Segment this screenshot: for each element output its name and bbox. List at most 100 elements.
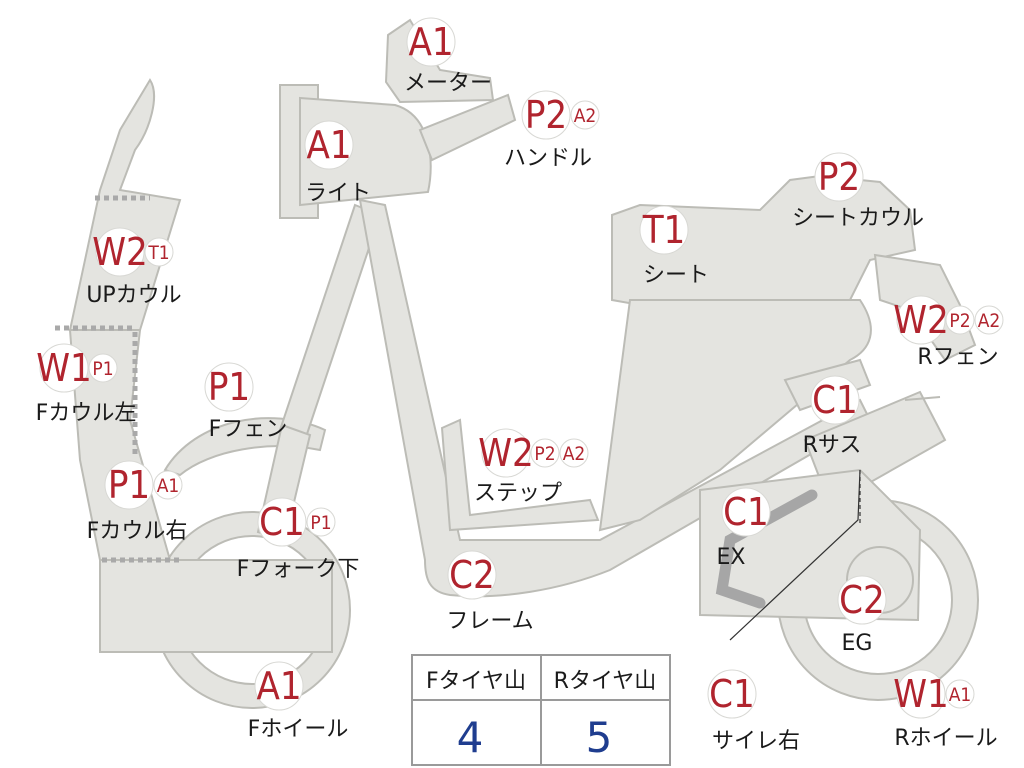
front-fork-shape	[278, 203, 382, 442]
grade-code: P1	[92, 358, 113, 380]
part-label-seat-cowl: P2 シートカウル	[792, 152, 924, 231]
grade-code: C1	[812, 378, 858, 422]
front-tire-header: Fタイヤ山	[426, 669, 526, 694]
grade-badge-bg	[896, 295, 946, 345]
grade-code: P2	[534, 443, 555, 465]
grade-code: P1	[208, 365, 250, 409]
grade-badge-bg	[257, 497, 307, 547]
front-tire-value: 4	[457, 713, 484, 762]
step-shape	[440, 418, 600, 532]
rear-body-shape	[598, 299, 872, 532]
grade-code: A1	[408, 20, 453, 64]
grade-code: C2	[449, 553, 495, 597]
part-name: Fフェン	[209, 417, 288, 442]
grade-badge-bg	[204, 362, 254, 412]
grade-code: W1	[893, 672, 949, 716]
part-name: メーター	[404, 71, 492, 96]
tire-tread-table: Fタイヤ山 Rタイヤ山 4 5	[411, 654, 671, 766]
exhaust-pipe-shape	[715, 489, 818, 609]
grade-badge-bg	[254, 661, 304, 711]
frame-shape	[358, 198, 872, 598]
part-label-frame: C2 フレーム	[446, 550, 534, 634]
part-name: Rフェン	[917, 345, 998, 370]
part-name: フレーム	[446, 609, 533, 634]
part-name: シート	[643, 263, 709, 288]
part-name: Fカウル右	[87, 519, 188, 544]
grade-code: C1	[259, 500, 305, 544]
rear-tire-header: Rタイヤ山	[554, 669, 657, 694]
grade-badge-bg	[639, 205, 689, 255]
front-lower-box	[99, 559, 333, 653]
grade-code: W2	[92, 230, 148, 274]
part-name: ライト	[305, 181, 371, 206]
grade-badge-bg	[304, 120, 354, 170]
grade-code: P2	[949, 310, 970, 332]
part-label-seat: T1 シート	[639, 205, 709, 288]
grade-badge-bg	[144, 237, 174, 267]
grade-code: A2	[978, 310, 1001, 332]
grade-badge-bg	[530, 438, 560, 468]
grade-badge-bg	[721, 487, 771, 537]
grade-code: C2	[839, 578, 885, 622]
grade-code: A1	[306, 123, 351, 167]
grade-code: C1	[709, 672, 755, 716]
part-label-meter: A1 メーター	[404, 17, 492, 96]
grade-badge-bg	[559, 438, 589, 468]
part-name: Rサス	[803, 433, 862, 458]
grade-badge-bg	[521, 90, 571, 140]
grade-badge-bg	[570, 100, 600, 130]
grade-code: A1	[256, 664, 301, 708]
handlebar-shape	[418, 93, 517, 162]
part-name: Fホイール	[248, 717, 349, 742]
part-name: Rホイール	[894, 726, 997, 751]
grade-badge-bg	[481, 428, 531, 478]
part-name: ハンドル	[504, 146, 592, 171]
part-name: Fカウル左	[36, 401, 137, 426]
grade-code: P2	[818, 155, 860, 199]
grade-badge-bg	[406, 17, 456, 67]
grade-code: P1	[310, 512, 331, 534]
grade-code: T1	[147, 242, 169, 264]
grade-code: W2	[478, 431, 534, 475]
grade-code: T1	[642, 208, 686, 252]
grade-code: A1	[949, 684, 972, 706]
part-name: EG	[842, 631, 873, 656]
part-name: シートカウル	[792, 206, 924, 231]
motorcycle-silhouette	[55, 18, 979, 709]
grade-badge-bg	[837, 575, 887, 625]
grade-code: W1	[36, 346, 92, 390]
grade-badge-bg	[810, 375, 860, 425]
part-name: UPカウル	[86, 283, 181, 308]
grade-code: C1	[723, 490, 769, 534]
grade-code: P2	[525, 93, 567, 137]
grade-badge-bg	[945, 305, 975, 335]
grade-badge-bg	[88, 353, 118, 383]
grade-badge-bg	[95, 227, 145, 277]
grade-code: A1	[157, 475, 180, 497]
grade-badge-bg	[974, 305, 1004, 335]
part-name: ステップ	[474, 481, 562, 506]
grade-badge-bg	[814, 152, 864, 202]
grade-badge-bg	[306, 507, 336, 537]
grade-code: P1	[108, 463, 150, 507]
grade-code: W2	[893, 298, 949, 342]
grade-badge-bg	[896, 669, 946, 719]
part-label-light: A1 ライト	[304, 120, 371, 206]
grade-badge-bg	[39, 343, 89, 393]
grade-badge-bg	[104, 460, 154, 510]
